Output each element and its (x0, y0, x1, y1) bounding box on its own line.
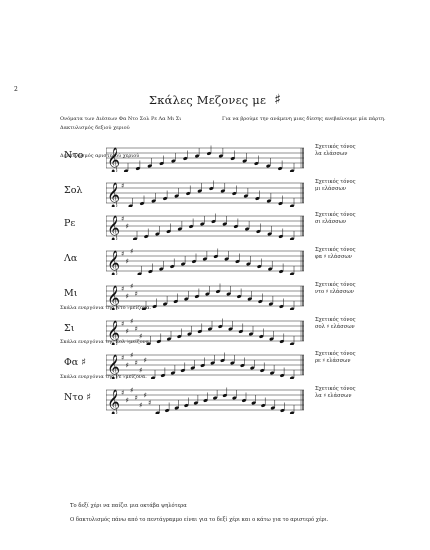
relative-tone-label: Σχετικός τόνος (315, 144, 356, 150)
sharp-sign-icon: ♯ (121, 182, 124, 190)
sharp-sign-icon: ♯ (135, 359, 138, 367)
sharp-sign-icon: ♯ (130, 387, 133, 395)
relative-tone-label: Σχετικός τόνος (315, 386, 356, 392)
enharmonic-note: Σκάλα ενεργόνια της Σολ ♭μείζονα. (60, 339, 151, 345)
scale-name: Ντο ♯ (64, 392, 91, 403)
relative-tone-label: Σχετικός τόνος (315, 247, 356, 253)
sharp-sign-icon: ♯ (144, 357, 147, 365)
relative-minor-key: σολ ♯ ελάσσων (315, 324, 355, 330)
music-staff: 𝄞♯♯♯♯ (106, 278, 304, 310)
treble-clef-icon: 𝄞 (107, 182, 120, 207)
scale-name: Λα (64, 253, 78, 264)
sharp-sign-icon: ♯ (130, 318, 133, 326)
enharmonic-note: Σκάλα ενεργόνια της Ρε ♭μείζονα. (60, 374, 147, 380)
relative-minor-key: ντο ♯ ελάσσων (315, 289, 354, 295)
music-staff: 𝄞♯♯♯ (106, 243, 304, 275)
footer-octave-note: Το δεξί χέρι να παίζει μια οκτάβα ψηλότε… (70, 503, 187, 509)
scale-name: Ντο (64, 150, 84, 161)
sharp-sign-icon: ♯ (126, 293, 129, 301)
sharp-sign-icon: ♯ (139, 367, 142, 375)
sharp-sign-icon: ♯ (121, 250, 124, 258)
page-title: Σκάλες Μεζονες με ♯ (0, 92, 430, 108)
sharp-sign-icon: ♯ (121, 215, 124, 223)
treble-clef-icon: 𝄞 (107, 215, 120, 240)
treble-clef-icon: 𝄞 (107, 250, 120, 275)
sharp-sign-icon: ♯ (121, 389, 124, 397)
music-staff: 𝄞♯♯♯♯♯ (106, 313, 304, 345)
scale-name: Φα ♯ (64, 357, 86, 368)
scale-name: Ρε (64, 218, 76, 229)
page-number: 2 (14, 86, 18, 93)
treble-clef-icon: 𝄞 (107, 285, 120, 310)
sharp-sign-icon: ♯ (130, 248, 133, 256)
relative-tone-label: Σχετικός τόνος (315, 317, 356, 323)
music-staff: 𝄞♯♯♯♯♯♯ (106, 347, 304, 379)
music-staff: 𝄞 (106, 140, 304, 172)
sharp-sign-icon: ♯ (144, 392, 147, 400)
sharp-sign-icon: ♯ (130, 352, 133, 360)
footer-fingering-note: Ο δακτυλισμός πάνω από το πεντάγραμμο εί… (70, 517, 329, 523)
sharp-symbol: ♯ (274, 92, 282, 108)
relative-minor-key: ρε ♯ ελάσσων (315, 358, 351, 364)
treble-clef-icon: 𝄞 (107, 354, 120, 379)
sharp-sign-icon: ♯ (126, 328, 129, 336)
title-text: Σκάλες Μεζονες με (148, 93, 267, 107)
sharp-sign-icon: ♯ (135, 290, 138, 298)
relative-minor-key: μι ελάσσων (315, 186, 346, 192)
relative-tone-label: Σχετικός τόνος (315, 212, 356, 218)
relative-minor-key: λα ελάσσων (315, 151, 348, 157)
sharp-sign-icon: ♯ (135, 325, 138, 333)
music-staff: 𝄞♯♯ (106, 208, 304, 240)
sharp-sign-icon: ♯ (135, 394, 138, 402)
sharp-sign-icon: ♯ (121, 320, 124, 328)
sharp-sign-icon: ♯ (126, 397, 129, 405)
sharp-sign-icon: ♯ (126, 362, 129, 370)
relative-tone-label: Σχετικός τόνος (315, 351, 356, 357)
music-staff: 𝄞♯ (106, 175, 304, 207)
relative-minor-key: φα ♯ ελάσσων (315, 254, 352, 260)
sharp-sign-icon: ♯ (139, 402, 142, 410)
scale-name: Μι (64, 288, 78, 299)
sharp-sign-icon: ♯ (121, 285, 124, 293)
sharp-sign-icon: ♯ (121, 354, 124, 362)
sharp-sign-icon: ♯ (139, 333, 142, 341)
music-staff: 𝄞♯♯♯♯♯♯♯ (106, 382, 304, 414)
sharp-sign-icon: ♯ (126, 223, 129, 231)
enharmonic-note: Σκάλα ενεργόνια της Ντο ♭μείζονα. (60, 305, 152, 311)
treble-clef-icon: 𝄞 (107, 389, 120, 414)
relative-minor-note: Για να βρούμε την ανάμενη μιας δίεσης αν… (222, 116, 386, 122)
relative-minor-key: λα ♯ ελάσσων (315, 393, 352, 399)
relative-minor-key: σι ελάσσων (315, 219, 347, 225)
scale-name: Σολ (64, 185, 83, 196)
fingering-left-label: Δακτυλισμός αριστερού χεριού (60, 153, 140, 159)
sharp-sign-icon: ♯ (130, 283, 133, 291)
relative-tone-label: Σχετικός τόνος (315, 179, 356, 185)
sharp-sign-icon: ♯ (126, 258, 129, 266)
scale-name: Σι (64, 323, 75, 334)
sharp-sign-icon: ♯ (148, 399, 151, 407)
treble-clef-icon: 𝄞 (107, 147, 120, 172)
treble-clef-icon: 𝄞 (107, 320, 120, 345)
relative-tone-label: Σχετικός τόνος (315, 282, 356, 288)
sharps-order-note: Ονόματα των Διέσεων Φα Ντο Σολ Ρε Λα Μι … (60, 116, 182, 122)
fingering-right-label: Δακτυλισμός δεξιού χεριού (60, 125, 130, 131)
